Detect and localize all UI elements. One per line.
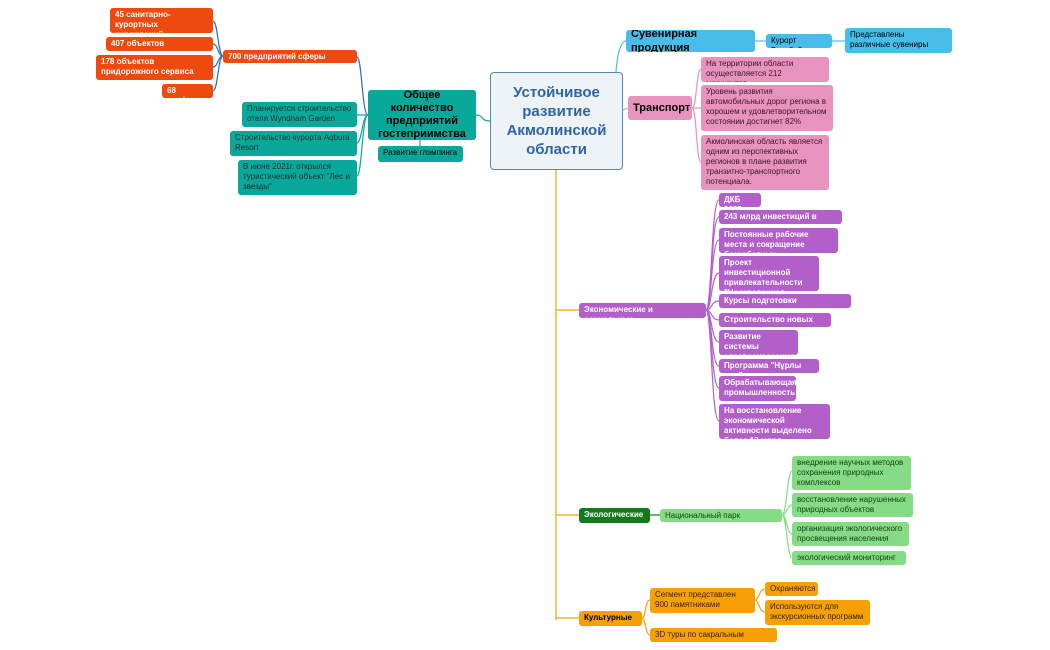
tourism-item-resorts[interactable]: 45 санитарно-курортных учреждений (110, 8, 213, 33)
economic-item-dkb[interactable]: ДКБ 2025 (719, 193, 761, 207)
cultural-3d-tours-node[interactable]: 3D туры по сакральным местам (650, 628, 777, 642)
souvenir-note-node[interactable]: Представлены различные сувениры (845, 28, 952, 53)
transport-routes-node[interactable]: На территории области осуществляется 212… (701, 57, 829, 82)
ecological-topic[interactable]: Экологические (579, 508, 650, 523)
eco-item-monitoring[interactable]: экологический мониторинг (792, 551, 906, 565)
tourism-item-accommodation[interactable]: 407 объектов размещения (106, 37, 213, 51)
kokshetau-park-node[interactable]: Национальный парк Кокшетау (660, 509, 782, 522)
glamping-node[interactable]: Развитие глэмпинга (378, 146, 463, 162)
hotel-plan-node[interactable]: Планируется строительство отеля Wyndham … (242, 102, 357, 127)
economic-item-program[interactable]: Программа "Нұрлы жер" (719, 359, 819, 373)
cultural-excursions-node[interactable]: Используются для экскурсионных программ (765, 600, 870, 625)
resort-construction-node[interactable]: Строительство курорта Aqbura Resort (230, 131, 357, 156)
economic-item-guides[interactable]: Курсы подготовки экскурсоводов (719, 294, 851, 308)
cultural-segment-node[interactable]: Сегмент представлен 900 памятниками (650, 588, 755, 613)
economic-item-healthcare[interactable]: Развитие системы здравоохранения (719, 330, 798, 355)
forest-stars-node[interactable]: В июне 2021г. открылся туристический объ… (238, 160, 357, 195)
central-topic[interactable]: Устойчивое развитие Акмолинской области (490, 72, 623, 170)
eco-item-restoration[interactable]: восстановление нарушенных природных объе… (792, 493, 913, 517)
economic-item-industry[interactable]: Обрабатывающая промышленность (719, 376, 796, 401)
tourism-item-roadside[interactable]: 178 объектов придорожного сервиса (96, 55, 213, 80)
economic-item-schools[interactable]: Строительство новых школ (719, 313, 831, 327)
tourism-item-agencies[interactable]: 68 турфирм (162, 84, 213, 98)
economic-item-project[interactable]: Проект инвестиционной привлекательности … (719, 256, 819, 291)
economic-item-jobs[interactable]: Постоянные рабочие места и сокращение бе… (719, 228, 838, 253)
tourism-count-node[interactable]: 700 предприятий сферы туризма (223, 50, 357, 63)
transport-roads-node[interactable]: Уровень развития автомобильных дорог рег… (701, 85, 833, 131)
cultural-topic[interactable]: Культурные (579, 611, 642, 626)
eco-item-education[interactable]: организация экологического просвещения н… (792, 522, 909, 546)
economic-item-recovery[interactable]: На восстановление экономической активнос… (719, 404, 830, 439)
eco-item-science[interactable]: внедрение научных методов сохранения при… (792, 456, 911, 490)
hospitality-topic[interactable]: Общее количество предприятий гостеприимс… (368, 90, 476, 140)
transport-transit-node[interactable]: Акмолинская область является одним из пе… (701, 135, 829, 190)
transport-topic[interactable]: Транспорт (628, 96, 692, 120)
economic-item-investments[interactable]: 243 млрд инвестиций в регион (719, 210, 842, 224)
cultural-protected-node[interactable]: Охраняются (765, 582, 818, 596)
economic-topic[interactable]: Экономические и социальные (579, 303, 706, 318)
burabay-resort-node[interactable]: Курорт Бурабай (766, 34, 832, 48)
souvenir-topic[interactable]: Сувенирная продукция (626, 30, 755, 52)
